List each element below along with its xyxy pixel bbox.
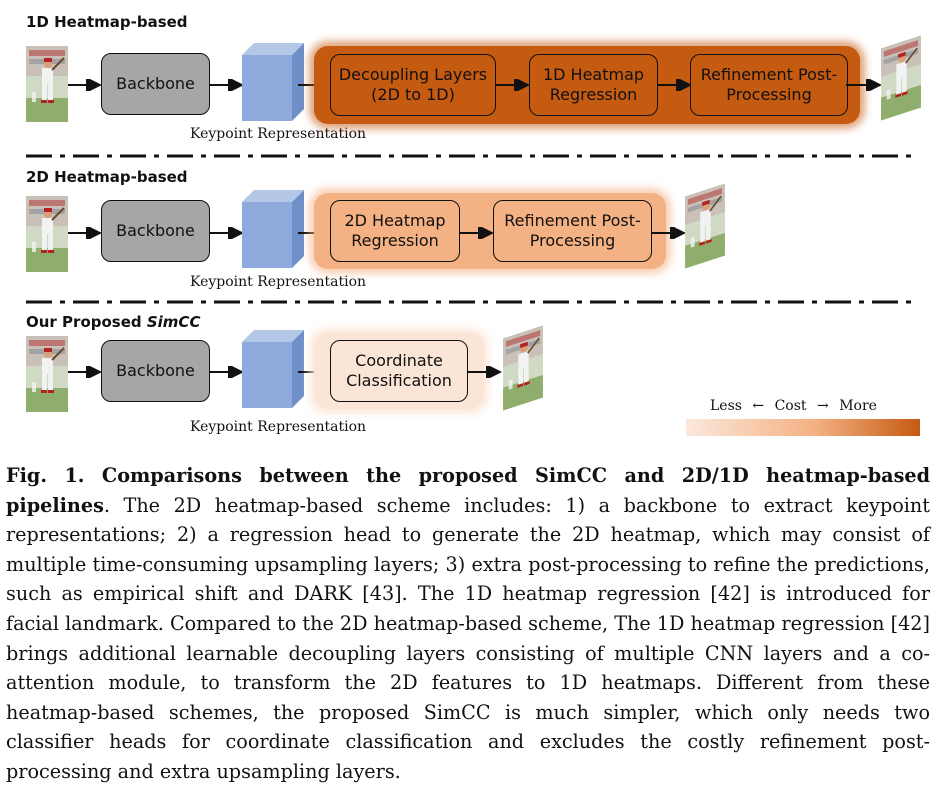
- figure-caption: Fig. 1. Comparisons between the proposed…: [6, 461, 930, 787]
- input-image: [26, 196, 68, 272]
- keypoint-representation-label: Keypoint Representation: [190, 126, 367, 142]
- caption-fig-label: Fig. 1. Comparisons between the proposed…: [6, 464, 930, 517]
- arrow: [68, 227, 102, 239]
- arrow: [210, 227, 244, 239]
- legend-right-arrow: →: [817, 398, 829, 414]
- legend-less: Less: [710, 398, 742, 414]
- 1d-heatmap-regression-label: 1D Heatmap Regression: [542, 65, 645, 104]
- backbone-box: Backbone: [101, 200, 210, 262]
- section-divider: [26, 154, 916, 158]
- cost-legend: Less ← Cost → More: [710, 398, 877, 414]
- output-image: [685, 183, 725, 269]
- arrow: [468, 366, 502, 378]
- section-title-method: SimCC: [146, 313, 201, 331]
- backbone-box: Backbone: [101, 53, 210, 115]
- 1d-heatmap-regression-box: 1D Heatmap Regression: [529, 54, 658, 116]
- legend-left-arrow: ←: [752, 398, 765, 414]
- section-title-prefix: Our Proposed: [26, 313, 147, 331]
- arrow: [68, 79, 102, 91]
- decoupling-layers-box: Decoupling Layers (2D to 1D): [330, 54, 496, 116]
- keypoint-representation-label: Keypoint Representation: [190, 419, 367, 435]
- section-title-1d: 1D Heatmap-based: [26, 13, 188, 31]
- arrow: [68, 366, 102, 378]
- 2d-heatmap-regression-label: 2D Heatmap Regression: [344, 211, 446, 250]
- legend-more: More: [839, 398, 877, 414]
- keypoint-representation-label: Keypoint Representation: [190, 274, 367, 290]
- section-divider: [26, 300, 916, 304]
- keypoint-representation-cube: [242, 330, 304, 408]
- 2d-heatmap-regression-box: 2D Heatmap Regression: [330, 200, 460, 262]
- backbone-label: Backbone: [116, 221, 195, 240]
- cost-gradient-bar: [686, 419, 920, 436]
- section-title-simcc: Our Proposed SimCC: [26, 313, 200, 331]
- input-image: [26, 46, 68, 122]
- coordinate-classification-label: Coordinate Classification: [346, 351, 452, 390]
- backbone-label: Backbone: [116, 361, 195, 380]
- refinement-post-processing-label: Refinement Post-Processing: [700, 65, 838, 104]
- caption-body: . The 2D heatmap-based scheme includes: …: [6, 493, 930, 783]
- decoupling-layers-label: Decoupling Layers (2D to 1D): [338, 65, 488, 104]
- arrow: [658, 79, 692, 91]
- refinement-post-processing-box: Refinement Post-Processing: [690, 54, 848, 116]
- legend-cost: Cost: [774, 398, 807, 414]
- arrow: [210, 366, 244, 378]
- section-title-2d: 2D Heatmap-based: [26, 168, 188, 186]
- keypoint-representation-cube: [242, 43, 304, 121]
- arrow: [210, 79, 244, 91]
- output-image: [503, 325, 543, 411]
- arrow: [460, 227, 494, 239]
- coordinate-classification-box: Coordinate Classification: [330, 340, 468, 402]
- arrow: [846, 79, 882, 91]
- arrow: [496, 79, 530, 91]
- output-image: [881, 35, 921, 121]
- backbone-box: Backbone: [101, 340, 210, 402]
- arrow: [652, 227, 686, 239]
- refinement-post-processing-label: Refinement Post-Processing: [504, 211, 641, 250]
- keypoint-representation-cube: [242, 190, 304, 268]
- refinement-post-processing-box: Refinement Post-Processing: [493, 200, 652, 262]
- input-image: [26, 336, 68, 412]
- backbone-label: Backbone: [116, 74, 195, 93]
